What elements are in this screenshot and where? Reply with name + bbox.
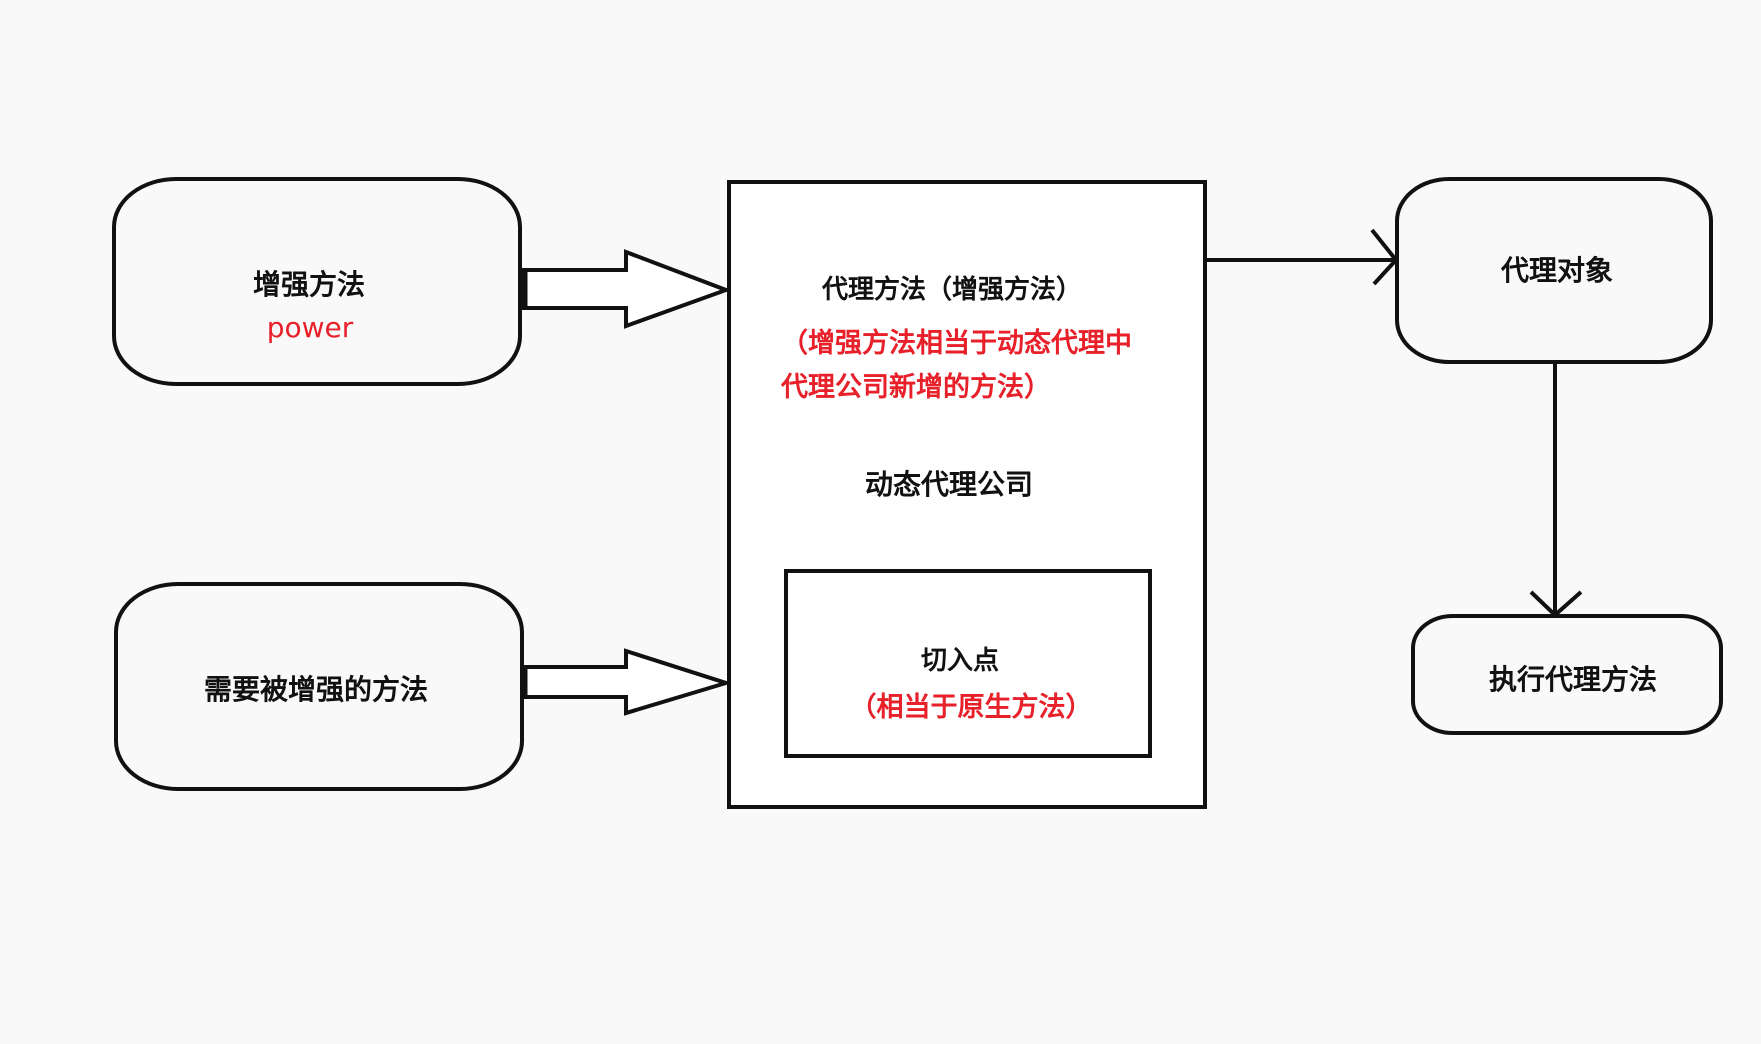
node-enhance-method-subtitle: power	[267, 311, 354, 344]
node-enhance-method-box	[112, 177, 522, 386]
node-enhance-method[interactable]: 增强方法 power	[112, 177, 522, 386]
edge-company-to-proxy-object-head	[1370, 228, 1399, 286]
node-enhance-method-title: 增强方法	[253, 268, 365, 301]
node-execute-proxy-method[interactable]: 执行代理方法	[1411, 614, 1723, 735]
node-proxy-company[interactable]: 代理方法（增强方法） （增强方法相当于动态代理中 代理公司新增的方法） 动态代理…	[727, 180, 1207, 809]
proxy-method-title: 代理方法（增强方法）	[821, 274, 1082, 305]
proxy-method-note-line1: （增强方法相当于动态代理中	[781, 327, 1132, 359]
node-target-method[interactable]: 需要被增强的方法	[114, 582, 524, 791]
edge-enhance-to-company-arrow	[522, 249, 732, 329]
node-pointcut[interactable]: 切入点 （相当于原生方法）	[784, 569, 1152, 758]
pointcut-note: （相当于原生方法）	[850, 691, 1093, 723]
proxy-method-note-line2: 代理公司新增的方法）	[780, 371, 1051, 403]
node-execute-proxy-method-title: 执行代理方法	[1489, 663, 1657, 696]
edge-company-to-proxy-object	[1205, 228, 1399, 286]
node-execute-proxy-method-box	[1411, 614, 1723, 735]
pointcut-title: 切入点	[921, 645, 999, 676]
node-target-method-title: 需要被增强的方法	[204, 673, 428, 706]
node-proxy-object-title: 代理对象	[1500, 254, 1613, 287]
edge-proxy-object-to-execute	[1529, 362, 1583, 618]
node-proxy-object[interactable]: 代理对象	[1395, 177, 1713, 364]
node-pointcut-box	[784, 569, 1152, 758]
proxy-company-title: 动态代理公司	[865, 468, 1033, 501]
edge-target-to-company-arrow	[522, 648, 733, 716]
